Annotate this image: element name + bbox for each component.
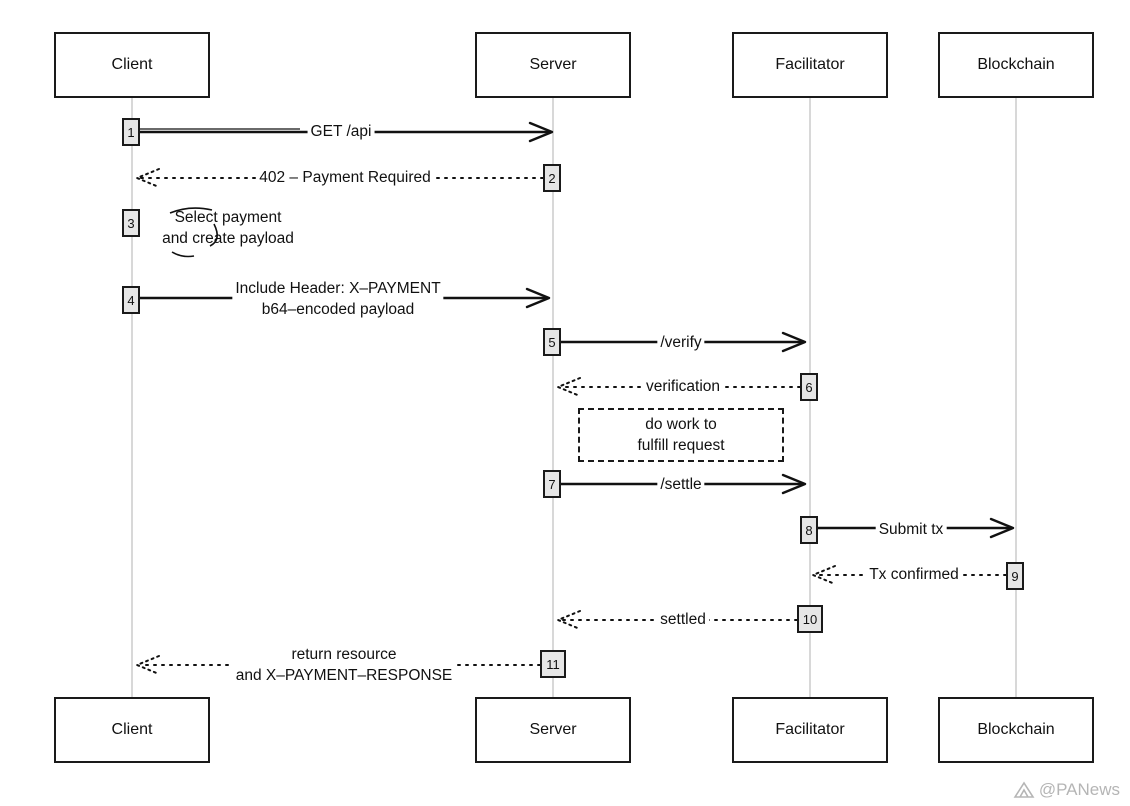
message-label-7: /settle [657,474,705,495]
step-box-10: 10 [797,605,823,633]
self-loop-arc-top [169,207,213,214]
self-loop-arc-bottom [171,251,195,258]
step-box-2: 2 [543,164,561,192]
actor-blockchain-top: Blockchain [938,32,1094,98]
step-box-11: 11 [540,650,566,678]
step-box-8: 8 [800,516,818,544]
step-box-1: 1 [122,118,140,146]
actor-client-top: Client [54,32,210,98]
watermark-text: @PANews [1038,780,1120,799]
step-box-7: 7 [543,470,561,498]
arrow-head-9 [812,565,836,585]
self-loop-arc-side [209,223,218,247]
arrow-head-1 [528,121,554,143]
message-label-5: /verify [657,332,705,353]
actor-server-bottom: Server [475,697,631,763]
actor-client-bottom: Client [54,697,210,763]
arrow-head-2 [136,168,160,188]
step-box-5: 5 [543,328,561,356]
step-box-4: 4 [122,286,140,314]
panews-logo-icon [1013,781,1035,798]
note-line: fulfill request [637,437,725,454]
arrow-head-7 [781,473,807,495]
watermark: @PANews [1013,780,1120,800]
message-label-10: settled [657,609,709,630]
message-label-2: 402 – Payment Required [256,167,434,188]
arrow-head-8 [989,517,1015,539]
note-line: do work to [645,416,717,433]
step-box-6: 6 [800,373,818,401]
arrow-head-11 [136,655,160,675]
arrow-head-5 [781,331,807,353]
message-label-8: Submit tx [875,519,947,540]
arrow-head-4 [525,287,551,309]
arrow-head-10 [557,610,581,630]
step-box-3: 3 [122,209,140,237]
message-label-1: GET /api [307,121,375,142]
arrow-head-6 [557,377,581,397]
step-box-9: 9 [1006,562,1024,590]
actor-facilitator-bottom: Facilitator [732,697,888,763]
actor-blockchain-bottom: Blockchain [938,697,1094,763]
actor-facilitator-top: Facilitator [732,32,888,98]
note-do-work: do work to fulfill request [578,408,784,462]
actor-server-top: Server [475,32,631,98]
message-label-6: verification [642,376,724,397]
message-label-9: Tx confirmed [866,564,962,585]
